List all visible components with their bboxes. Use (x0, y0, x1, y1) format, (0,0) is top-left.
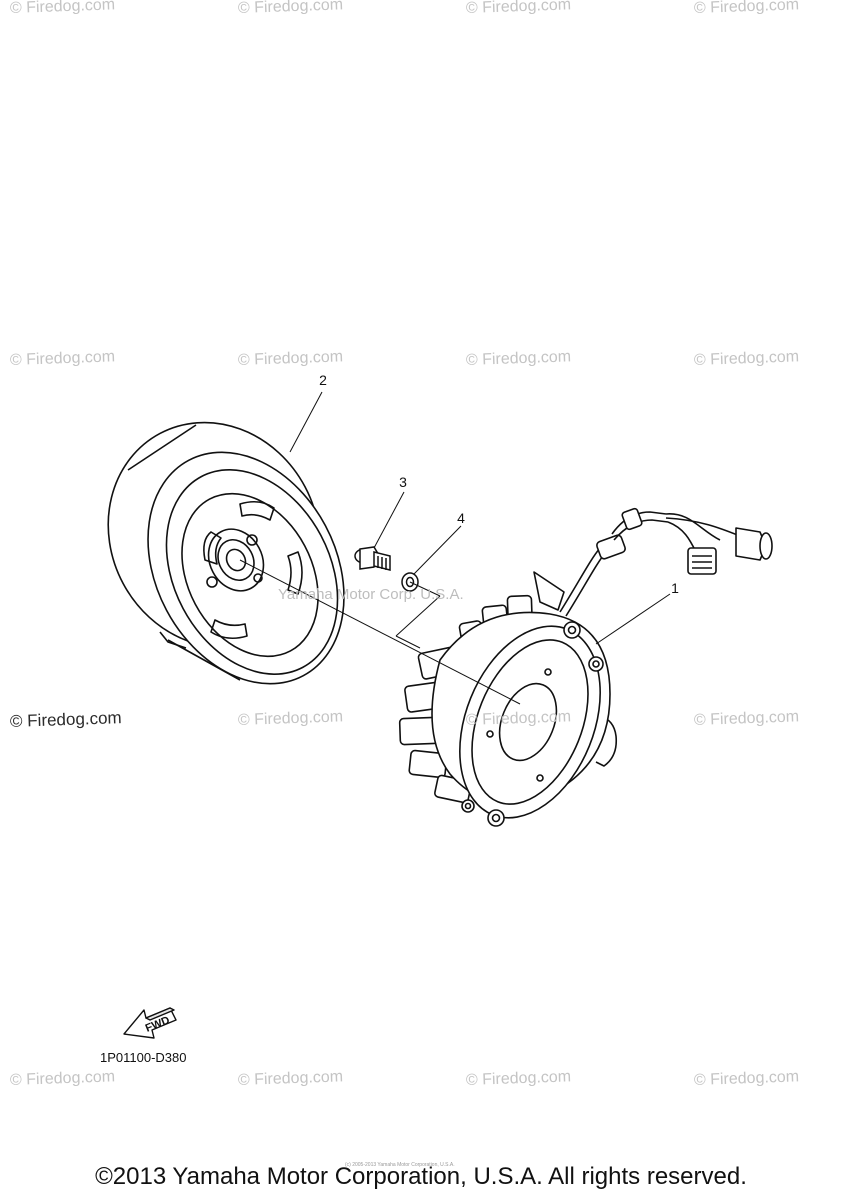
bolt (354, 546, 391, 571)
diagram-part-code: 1P01100-D380 (100, 1050, 187, 1065)
callout-rotor: 2 (319, 372, 327, 388)
watermark: © Firedog.com (465, 708, 572, 729)
washer (401, 572, 419, 592)
watermark: © Firedog.com (9, 348, 116, 369)
watermark: © Firedog.com (465, 348, 572, 369)
watermark: © Firedog.com (693, 348, 800, 369)
watermark: © Firedog.com (465, 1068, 572, 1089)
watermark: © Firedog.com (693, 708, 800, 729)
callout-bolt: 3 (399, 474, 407, 490)
callout-stator: 1 (671, 580, 679, 596)
callout-washer: 4 (457, 510, 465, 526)
watermark: © Firedog.com (9, 708, 122, 731)
watermark: © Firedog.com (237, 708, 344, 729)
copyright-footer: ©2013 Yamaha Motor Corporation, U.S.A. A… (95, 1163, 747, 1190)
fwd-arrow-icon: FWD (123, 1007, 177, 1039)
watermark: © Firedog.com (237, 1068, 344, 1089)
watermark: © Firedog.com (237, 348, 344, 369)
tiny-copyright: (c) 2005-2013 Yamaha Motor Corporation, … (345, 1162, 455, 1168)
watermark: © Firedog.com (693, 1068, 800, 1089)
watermark: © Firedog.com (9, 1068, 116, 1089)
overlay-watermark: Yamaha Motor Corp. U.S.A. (278, 586, 464, 603)
rotor-flywheel (107, 421, 345, 685)
stator-assembly (398, 507, 773, 827)
leader-lines (239, 391, 671, 705)
